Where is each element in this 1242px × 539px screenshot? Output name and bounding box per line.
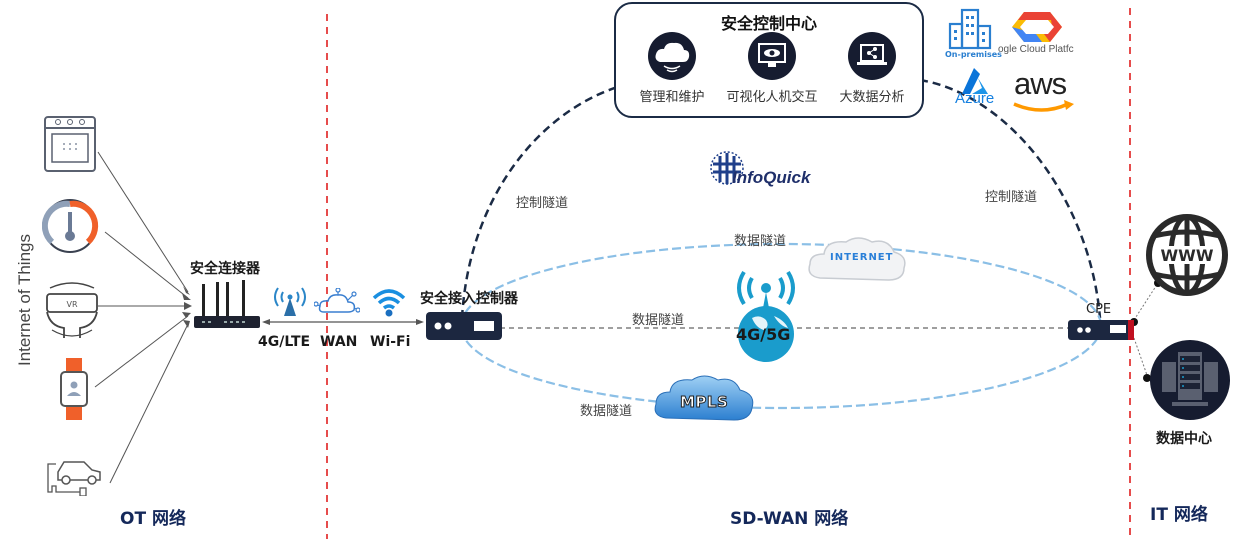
datacenter-label: 数据中心 [1156,431,1212,447]
aws-smile-icon [1013,100,1074,112]
oven-icon [44,116,96,172]
infoquick-globe-icon [710,151,744,185]
on-premises-icon [948,8,992,50]
monitor-eye-icon [748,32,796,80]
www-globe-icon[interactable]: WWW [1142,210,1232,300]
cloud-network-icon [314,288,360,313]
cpe-label: CPE [1086,302,1112,317]
internet-cloud-label: INTERNET [830,252,894,263]
internet-cloud-icon [808,237,906,281]
control-item-visualization[interactable]: 可视化人机交互 [722,32,822,105]
link-label-wifi: Wi-Fi [370,334,411,350]
data-tunnel-label-internet: 数据隧道 [734,234,787,249]
data-tunnel-label-mid: 数据隧道 [632,313,685,328]
thermometer-gauge-icon [42,199,99,253]
control-item-label: 大数据分析 [839,90,905,105]
infoquick-text: InfoQuick [732,168,811,187]
control-item-label: 管理和维护 [639,90,705,105]
datacenter-icon[interactable] [1148,338,1232,422]
mpls-cloud-icon [654,375,754,421]
cellular-label: 4G/5G [736,325,791,344]
router-icon[interactable] [194,280,260,332]
on-premises-label: On-premises [945,50,1002,59]
zone-label-it: IT 网络 [1150,505,1208,525]
security-connector-label: 安全连接器 [190,261,260,277]
azure-label: Azure [955,90,995,107]
cell-tower-icon [274,287,306,316]
cpe-device-icon[interactable] [1068,320,1134,340]
cellular-globe-icon [737,270,795,362]
control-tunnel-label-right: 控制隧道 [985,190,1038,205]
data-tunnel-label-mpls: 数据隧道 [580,404,633,419]
security-control-center: 安全控制中心 管理和维护 可视化人机交互 大数据分析 [614,2,924,118]
azure-icon [962,68,988,94]
laptop-share-icon [848,32,896,80]
cloud-icon [648,32,696,80]
zone-label-ot: OT 网络 [120,509,186,529]
control-item-management[interactable]: 管理和维护 [622,32,722,105]
iot-title: Internet of Things [15,234,34,366]
mpls-cloud-label: MPLS [679,393,729,412]
www-text: WWW [1161,246,1214,265]
google-cloud-icon [1012,12,1062,42]
access-controller-label: 安全接入控制器 [420,291,518,307]
link-label-wan: WAN [320,334,358,350]
access-controller-device-icon[interactable] [426,312,502,340]
infoquick-logo: InfoQuick [710,148,836,200]
control-tunnel-label-left: 控制隧道 [516,196,569,211]
control-item-label: 可视化人机交互 [726,90,818,105]
zone-label-sdwan: SD-WAN 网络 [730,509,849,529]
iot-arrows [94,151,189,484]
wifi-icon [372,289,406,317]
electric-car-icon [47,461,101,496]
iot-arrowheads [182,286,192,328]
vr-text: VR [66,300,77,309]
control-center-title: 安全控制中心 [720,14,817,33]
link-label-4g-lte: 4G/LTE [258,334,311,350]
vr-headset-icon: VR [46,282,98,338]
google-cloud-label: ogle Cloud Platfc [998,44,1074,55]
control-item-bigdata[interactable]: 大数据分析 [822,32,922,105]
smartwatch-icon [60,358,88,420]
aws-label: aws [1014,66,1067,101]
